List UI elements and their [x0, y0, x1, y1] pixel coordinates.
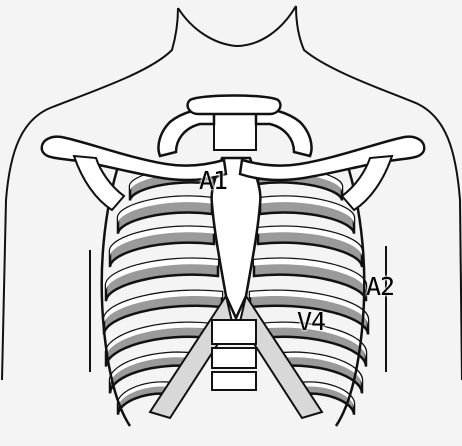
electrode-label-a2: A2 [366, 274, 394, 299]
manubrium-cap [188, 96, 281, 115]
vertebra-lower-1 [212, 320, 256, 344]
neck-base-curve [178, 6, 296, 46]
right-clavicle [240, 137, 424, 180]
left-rib-cage [104, 168, 222, 414]
vertebra-upper [214, 114, 256, 150]
electrode-label-v4: V4 [297, 309, 325, 334]
vertebra-lower-3 [212, 372, 256, 390]
electrode-label-a1: A1 [199, 168, 227, 193]
vertebra-lower-2 [212, 348, 256, 368]
